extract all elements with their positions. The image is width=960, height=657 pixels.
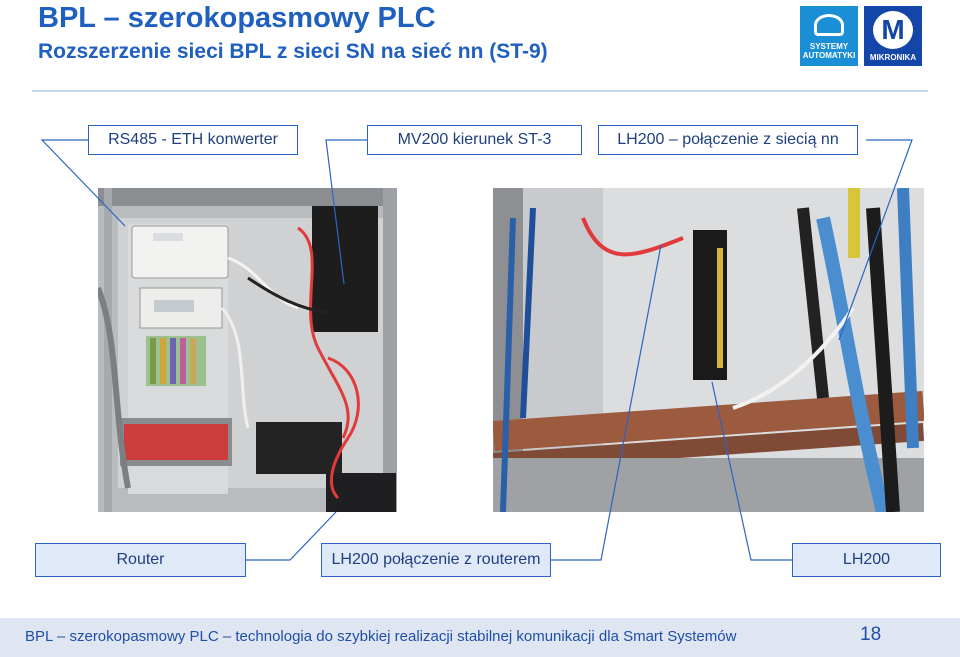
slide-title: BPL – szerokopasmowy PLC — [38, 2, 436, 34]
systemy-automatyki-logo: SYSTEMY AUTOMATYKI — [800, 6, 858, 66]
callout-lh200-nn: LH200 – połączenie z siecią nn — [598, 125, 858, 155]
callout-mv200: MV200 kierunek ST-3 — [367, 125, 582, 155]
slide-subtitle: Rozszerzenie sieci BPL z sieci SN na sie… — [38, 40, 548, 63]
logo-left-text: SYSTEMY AUTOMATYKI — [802, 42, 856, 60]
footer-bar — [0, 618, 960, 657]
logo-mark-icon — [814, 14, 844, 36]
header-divider — [32, 90, 928, 92]
logo-right-text: MIKRONIKA — [869, 53, 917, 62]
mikronika-logo: M MIKRONIKA — [864, 6, 922, 66]
callout-rs485-eth: RS485 - ETH konwerter — [88, 125, 298, 155]
page-number: 18 — [860, 624, 882, 645]
busbar-photo — [493, 188, 924, 512]
callout-lh200-router: LH200 połączenie z routerem — [321, 543, 551, 577]
mikronika-m-icon: M — [873, 11, 913, 49]
callout-router: Router — [35, 543, 246, 577]
callout-lh200: LH200 — [792, 543, 941, 577]
cabinet-photo — [98, 188, 397, 512]
footer-text: BPL – szerokopasmowy PLC – technologia d… — [25, 628, 737, 645]
